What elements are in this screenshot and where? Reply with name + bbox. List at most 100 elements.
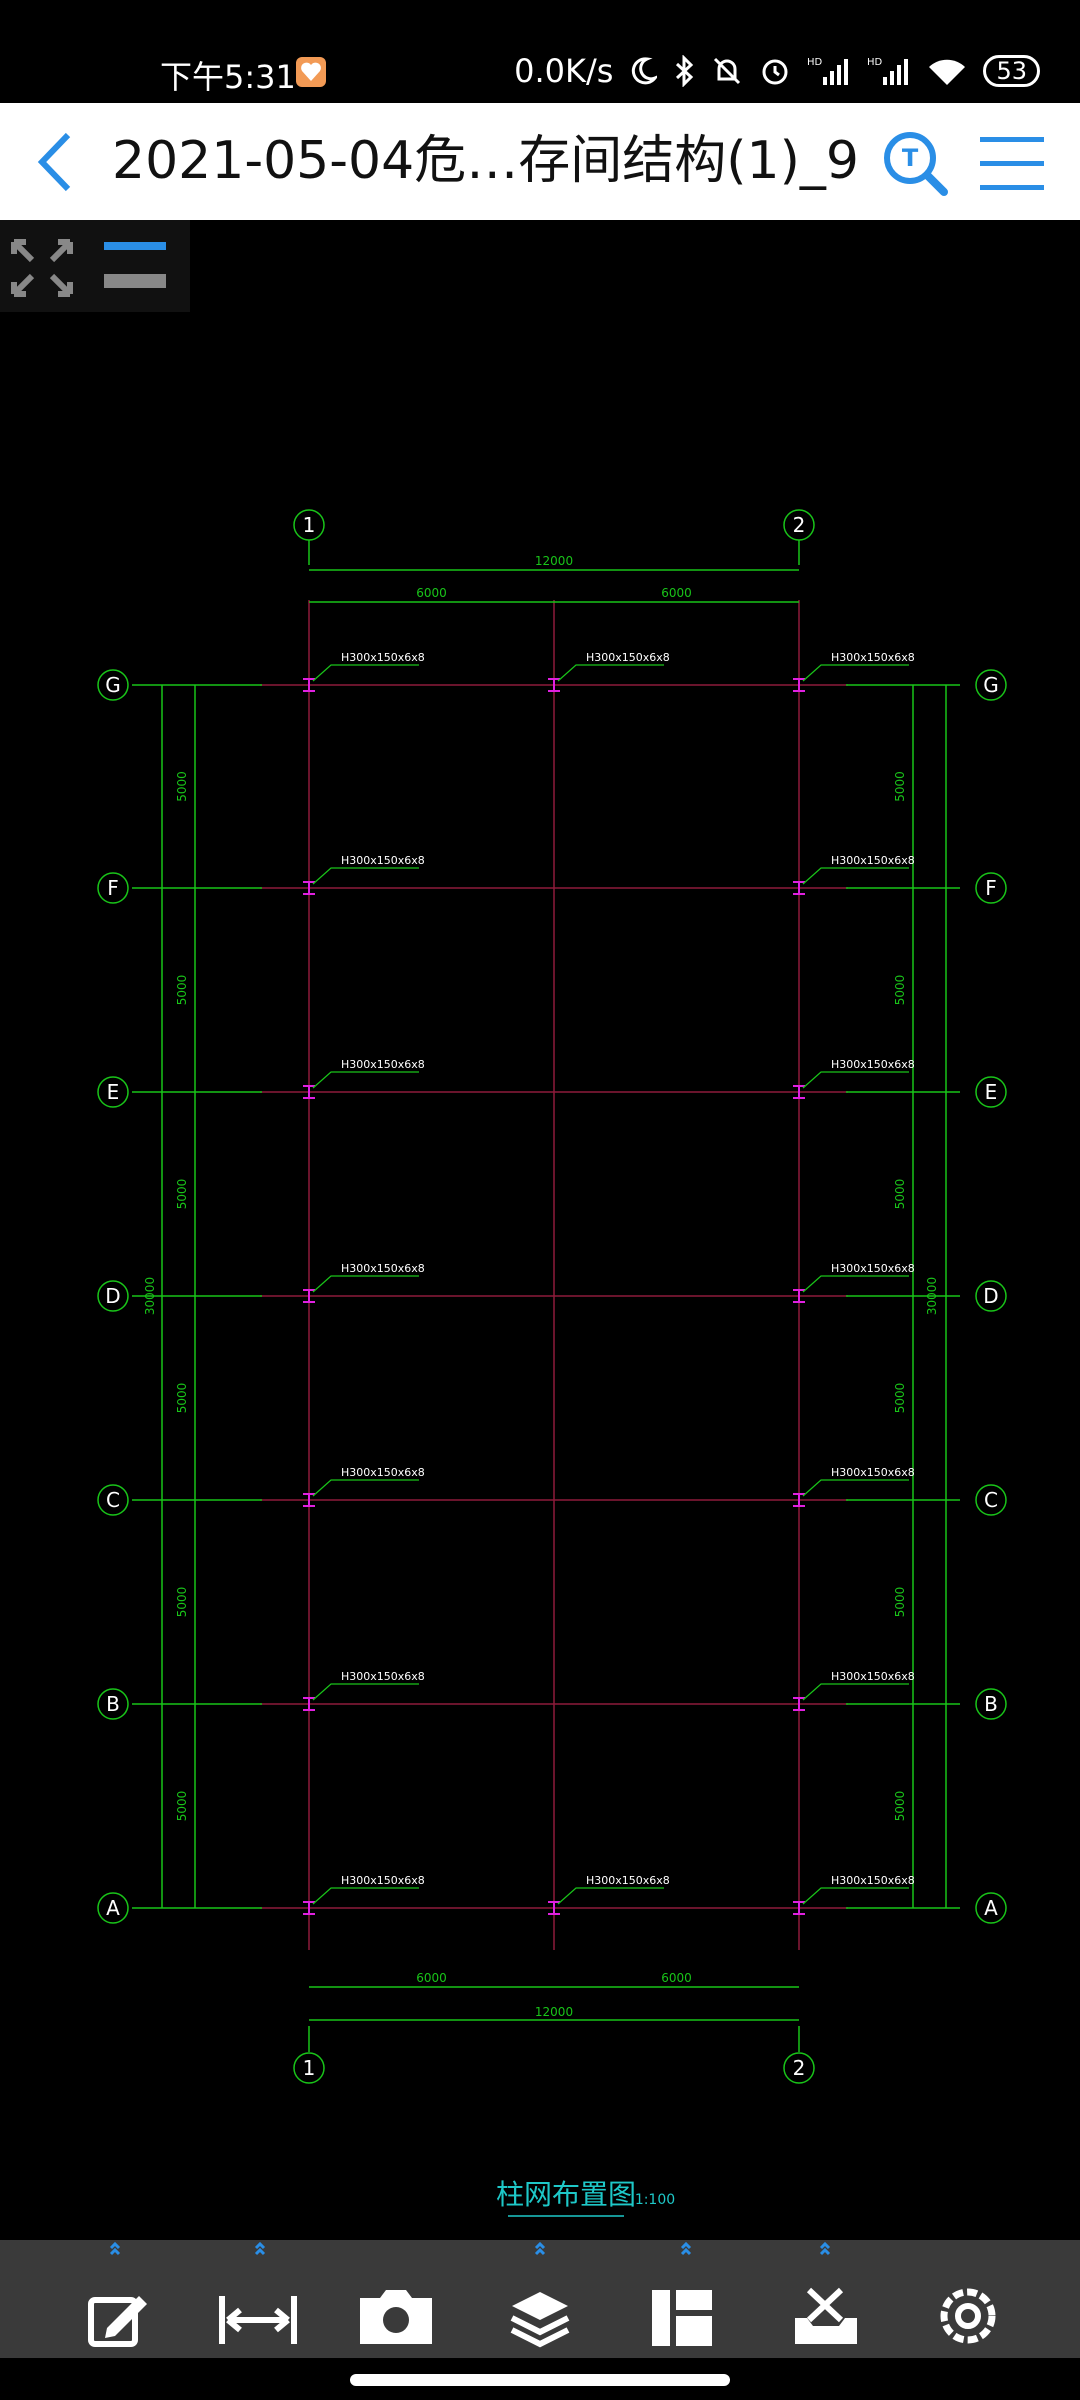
axis-bubble-bottom: 2 xyxy=(793,2056,806,2080)
svg-text:HD: HD xyxy=(867,57,883,68)
member-label: H300x150x6x8 xyxy=(831,854,915,867)
dim-label-right: 5000 xyxy=(893,1791,907,1822)
bottom-toolbar xyxy=(0,2240,1080,2358)
drawing-caption: 柱网布置图 xyxy=(496,2178,636,2211)
screenshot-button[interactable] xyxy=(336,2240,456,2358)
camera-icon xyxy=(360,2290,432,2344)
axis-bubble-left-circle xyxy=(97,1892,129,1924)
layout-button[interactable] xyxy=(622,2240,742,2358)
member-label: H300x150x6x8 xyxy=(341,651,425,664)
axis-bubble-left-circle xyxy=(97,1280,129,1312)
member-leader xyxy=(312,1887,419,1905)
chevron-left-icon[interactable] xyxy=(30,131,80,193)
drawing-viewer[interactable]: 5000 5000 5000 5000 5000 5000 5000 5000 5000 5000… xyxy=(0,220,1080,2240)
member-leader xyxy=(802,1887,909,1905)
axis-bubble-right: A xyxy=(984,1896,998,1920)
document-title: 2021-05-04危…存间结构(1)_9 xyxy=(112,131,859,191)
member-label: H300x150x6x8 xyxy=(831,1058,915,1071)
edit-icon xyxy=(88,2241,147,2347)
axis-bubble-right-circle xyxy=(975,1688,1007,1720)
member-leader xyxy=(312,1071,419,1089)
battery-indicator: 53 xyxy=(983,55,1040,87)
member-label: H300x150x6x8 xyxy=(586,651,670,664)
member-label: H300x150x6x8 xyxy=(831,1670,915,1683)
axis-bubble-right: C xyxy=(984,1488,998,1512)
signal-hd-icon: HD xyxy=(807,57,849,85)
axis-bubble-bottom-circle xyxy=(293,2052,325,2084)
axis-bubble-left-circle xyxy=(97,1076,129,1108)
dim-bottom-total: 12000 xyxy=(535,2005,573,2019)
status-bar: 下午5:31 0.0K/s HD HD 53 xyxy=(0,0,1080,103)
member-leader xyxy=(802,1275,909,1293)
dim-total-right: 30000 xyxy=(925,1277,939,1315)
fit-screen-icon[interactable] xyxy=(10,238,74,298)
dim-label-left: 5000 xyxy=(175,1179,189,1210)
axis-bubble-left-circle xyxy=(97,1484,129,1516)
svg-text:T: T xyxy=(902,144,919,172)
layers-button[interactable] xyxy=(480,2240,600,2358)
dim-label-left: 5000 xyxy=(175,1587,189,1618)
dim-top-span: 6000 xyxy=(661,586,692,600)
axis-bubble-top: 2 xyxy=(793,513,806,537)
member-label: H300x150x6x8 xyxy=(341,1874,425,1887)
dim-top-total: 12000 xyxy=(535,554,573,568)
member-leader xyxy=(312,1683,419,1701)
edit-button[interactable] xyxy=(55,2240,175,2358)
layer-toggle-icon[interactable] xyxy=(104,242,168,290)
axis-bubble-left-circle xyxy=(97,1688,129,1720)
axis-bubble-right: G xyxy=(983,673,999,697)
member-leader xyxy=(557,1887,664,1905)
axis-bubble-right: D xyxy=(983,1284,998,1308)
axis-bubble-right: E xyxy=(985,1080,998,1104)
column-member xyxy=(303,1697,315,1711)
dim-label-left: 5000 xyxy=(175,1791,189,1822)
column-member xyxy=(303,678,315,692)
member-label: H300x150x6x8 xyxy=(586,1874,670,1887)
member-leader xyxy=(802,1479,909,1497)
axis-bubble-right-circle xyxy=(975,1076,1007,1108)
member-leader xyxy=(802,1071,909,1089)
home-indicator[interactable] xyxy=(350,2374,730,2386)
member-leader xyxy=(312,1479,419,1497)
layout-icon xyxy=(652,2241,712,2346)
dim-label-right: 5000 xyxy=(893,975,907,1006)
signal-hd-icon: HD xyxy=(867,57,909,85)
settings-icon xyxy=(940,2288,996,2344)
column-member xyxy=(548,1901,560,1915)
axis-bubble-right-circle xyxy=(975,1280,1007,1312)
column-member xyxy=(303,881,315,895)
dim-label-right: 5000 xyxy=(893,1179,907,1210)
measure-button[interactable] xyxy=(196,2240,316,2358)
axis-bubble-bottom: 1 xyxy=(303,2056,316,2080)
column-member xyxy=(793,1697,805,1711)
column-member xyxy=(793,1085,805,1099)
dim-label-left: 5000 xyxy=(175,771,189,802)
mute-icon xyxy=(714,57,741,85)
axis-bubble-right: F xyxy=(985,876,997,900)
column-member xyxy=(793,678,805,692)
alarm-icon xyxy=(762,59,788,85)
tools-button[interactable] xyxy=(765,2240,885,2358)
text-search-icon[interactable]: T xyxy=(880,128,950,198)
member-label: H300x150x6x8 xyxy=(831,651,915,664)
dim-label-left: 5000 xyxy=(175,975,189,1006)
settings-button[interactable] xyxy=(908,2240,1028,2358)
axis-bubble-bottom-circle xyxy=(783,2052,815,2084)
dim-label-right: 5000 xyxy=(893,1383,907,1414)
structural-drawing: 5000 5000 5000 5000 5000 5000 5000 5000 5000 5000… xyxy=(97,509,1007,2217)
title-bar: 2021-05-04危…存间结构(1)_9 T xyxy=(0,103,1080,220)
hamburger-menu-icon[interactable] xyxy=(978,133,1048,193)
member-leader xyxy=(312,1275,419,1293)
dim-label-left: 5000 xyxy=(175,1383,189,1414)
member-label: H300x150x6x8 xyxy=(831,1466,915,1479)
axis-bubble-right-circle xyxy=(975,1484,1007,1516)
member-label: H300x150x6x8 xyxy=(341,854,425,867)
column-member xyxy=(793,881,805,895)
dim-label-right: 5000 xyxy=(893,1587,907,1618)
member-leader xyxy=(312,664,419,682)
column-member xyxy=(303,1289,315,1303)
member-leader xyxy=(802,1683,909,1701)
dim-label-right: 5000 xyxy=(893,771,907,802)
axis-bubble-left: E xyxy=(107,1080,120,1104)
bluetooth-icon xyxy=(676,55,694,87)
